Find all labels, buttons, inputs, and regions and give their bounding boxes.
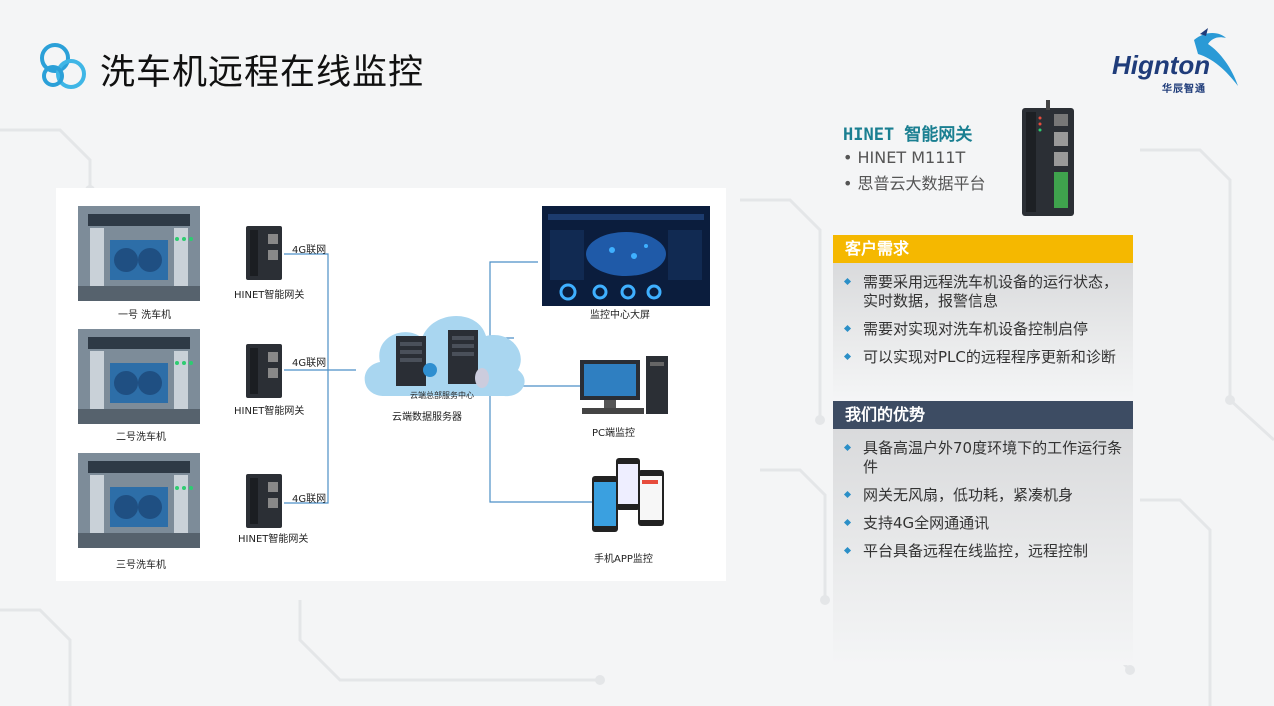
mobile-phones-icon [592,458,664,532]
list-item: 可以实现对PLC的远程程序更新和诊断 [845,348,1123,367]
app-label: 手机APP监控 [594,554,653,565]
hignton-logo-icon [1194,28,1238,86]
link-dots-3 [175,486,193,490]
gateway-3-label: HINET智能网关 [238,534,309,545]
customer-needs-title: 客户需求 [833,235,1133,263]
brand-subtitle: 华辰智通 [1162,84,1206,95]
car-wash-machine-1 [78,206,200,301]
cloud-server-icon [364,315,525,397]
advantages-list: 具备高温户外70度环境下的工作运行条件 网关无风扇，低功耗，紧凑机身 支持4G全… [833,429,1133,665]
network-3-label: 4G联网 [292,494,327,505]
customer-needs-panel: 客户需求 需要采用远程洗车机设备的运行状态，实时数据，报警信息 需要对实现对洗车… [833,235,1133,400]
link-dots-1 [175,237,193,241]
list-item: 网关无风扇，低功耗，紧凑机身 [845,486,1123,505]
product-platform: • 思普云大数据平台 [843,174,986,193]
washer-2-label: 二号洗车机 [116,432,166,443]
list-item: 需要采用远程洗车机设备的运行状态，实时数据，报警信息 [845,273,1123,311]
list-item: 需要对实现对洗车机设备控制启停 [845,320,1123,339]
cloud-label: 云端数据服务器 [392,412,462,423]
product-model: • HINET M111T [843,148,966,167]
screen-label: 监控中心大屏 [590,310,650,321]
gateway-2-label: HINET智能网关 [234,406,305,417]
network-2-label: 4G联网 [292,358,327,369]
car-wash-machine-2 [78,329,200,424]
monitor-screen-icon [542,206,710,306]
list-item: 平台具备远程在线监控，远程控制 [845,542,1123,561]
product-name: HINET 智能网关 [843,125,973,145]
cloud-inner-label: 云端总部服务中心 [410,391,474,400]
product-info: HINET 智能网关 • HINET M111T • 思普云大数据平台 [843,120,986,194]
system-diagram: 一号 洗车机 二号洗车机 三号洗车机 HINET智能网关 HINET智能网关 H… [56,188,726,581]
gateway-3-icon [246,474,282,528]
gateway-1-label: HINET智能网关 [234,290,305,301]
gateway-1-icon [246,226,282,280]
list-item: 具备高温户外70度环境下的工作运行条件 [845,439,1123,477]
gateway-device-image [1022,100,1074,216]
car-wash-machine-3 [78,453,200,548]
pc-label: PC端监控 [592,428,636,439]
cloud-link-icon [40,43,86,89]
advantages-panel: 我们的优势 具备高温户外70度环境下的工作运行条件 网关无风扇，低功耗，紧凑机身… [833,401,1133,665]
link-dots-2 [175,361,193,365]
brand-name: Hignton [1112,50,1211,80]
advantages-title: 我们的优势 [833,401,1133,429]
washer-3-label: 三号洗车机 [116,560,166,571]
washer-1-label: 一号 洗车机 [118,310,172,321]
page-title: 洗车机远程在线监控 [100,53,425,93]
network-1-label: 4G联网 [292,245,327,256]
list-item: 支持4G全网通通讯 [845,514,1123,533]
pc-monitor-icon [580,356,668,414]
gateway-2-icon [246,344,282,398]
customer-needs-list: 需要采用远程洗车机设备的运行状态，实时数据，报警信息 需要对实现对洗车机设备控制… [833,263,1133,400]
